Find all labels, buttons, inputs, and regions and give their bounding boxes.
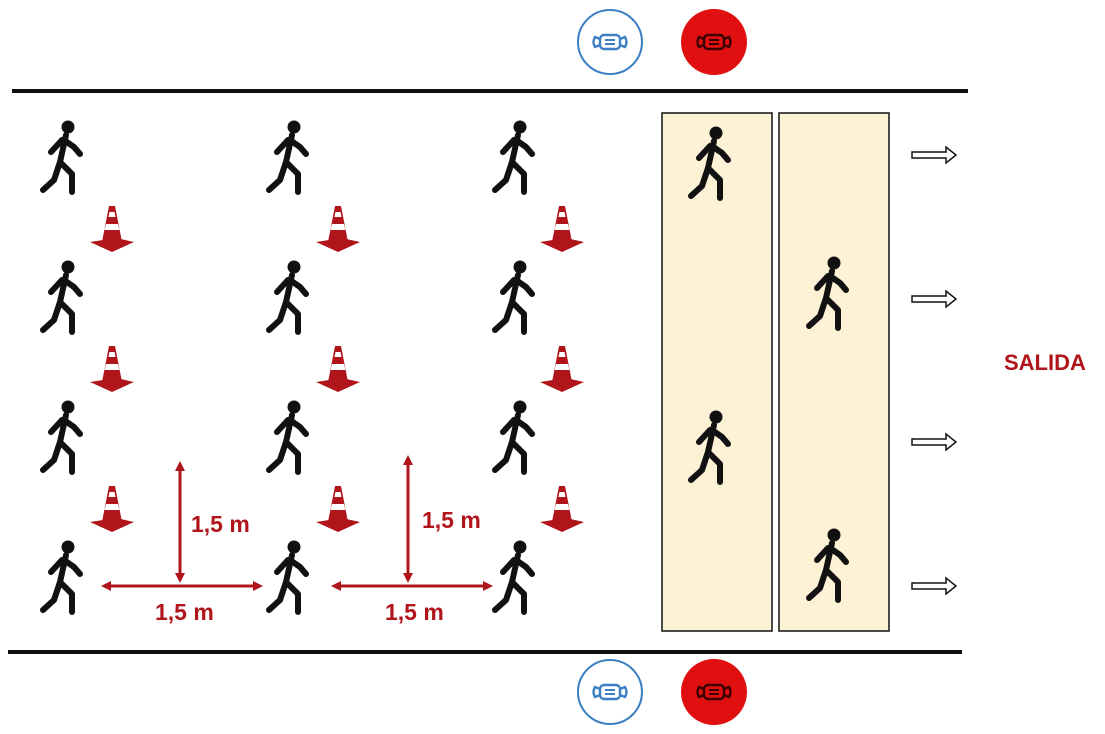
traffic-cone-icon bbox=[90, 486, 134, 532]
person-walking-icon bbox=[269, 121, 306, 193]
traffic-cone-icon bbox=[316, 206, 360, 252]
face-mask-icon bbox=[681, 659, 747, 725]
right-arrow-icon bbox=[911, 290, 957, 308]
person-walking-icon bbox=[43, 121, 80, 193]
exit-label: SALIDA bbox=[1004, 350, 1086, 375]
person-walking-icon bbox=[495, 261, 532, 333]
person-walking-icon bbox=[269, 261, 306, 333]
person-walking-icon bbox=[495, 541, 532, 613]
traffic-cone-icon bbox=[90, 206, 134, 252]
person-walking-icon bbox=[43, 401, 80, 473]
person-walking-icon bbox=[269, 401, 306, 473]
face-mask-icon bbox=[577, 9, 643, 75]
person-walking-icon bbox=[495, 121, 532, 193]
traffic-cone-icon bbox=[540, 346, 584, 392]
face-mask-icon bbox=[577, 659, 643, 725]
traffic-cone-icon bbox=[90, 346, 134, 392]
distance-label: 1,5 m bbox=[155, 599, 214, 625]
face-mask-icon bbox=[681, 9, 747, 75]
person-walking-icon bbox=[269, 541, 306, 613]
right-arrow-icon bbox=[911, 146, 957, 164]
person-walking-icon bbox=[495, 401, 532, 473]
traffic-cone-icon bbox=[540, 206, 584, 252]
exit-lane-1 bbox=[661, 112, 773, 632]
right-arrow-icon bbox=[911, 577, 957, 595]
right-arrow-icon bbox=[911, 433, 957, 451]
distance-label: 1,5 m bbox=[191, 511, 250, 537]
traffic-cone-icon bbox=[316, 346, 360, 392]
person-walking-icon bbox=[43, 541, 80, 613]
traffic-cone-icon bbox=[540, 486, 584, 532]
person-walking-icon bbox=[43, 261, 80, 333]
distance-label: 1,5 m bbox=[385, 599, 444, 625]
traffic-cone-icon bbox=[316, 486, 360, 532]
distance-label: 1,5 m bbox=[422, 507, 481, 533]
